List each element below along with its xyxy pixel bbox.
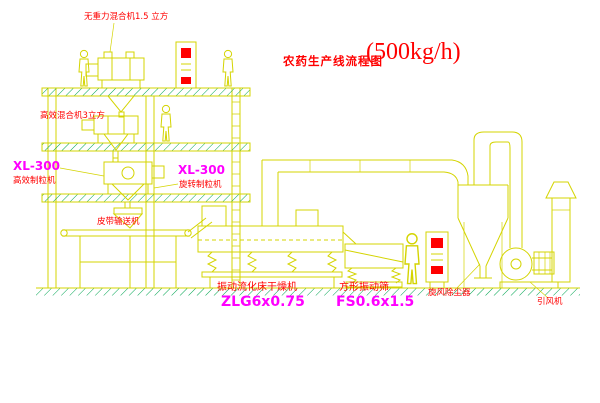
control-cabinet-top <box>175 41 197 89</box>
fluid-bed-dryer-machine <box>197 205 344 288</box>
gravity-mixer-machine <box>85 51 145 118</box>
person-figure <box>404 233 420 285</box>
cyclone-separator-machine <box>457 184 509 288</box>
vibrating-sieve-machine <box>342 231 404 288</box>
floor-slab-middle <box>41 142 251 152</box>
label-sieve-name: 方形振动筛 <box>339 282 389 293</box>
diagram-title: 农药生产线流程图 <box>283 54 383 68</box>
cyclone-outlet-pipe <box>473 131 523 248</box>
label-induced-draft-fan: 引风机 <box>537 297 563 307</box>
ladder-rungs <box>232 101 240 281</box>
label-cyclone: 旋风除尘器 <box>428 288 471 298</box>
diagram-title-capacity: (500kg/h) <box>366 39 461 65</box>
granulator-machine <box>103 157 165 209</box>
label-granulator-left-model: XL-300 <box>13 159 60 173</box>
label-high-efficiency-mixer: 高效混合机3立方 <box>40 111 105 121</box>
label-granulator-left-name: 高效制粒机 <box>13 176 56 186</box>
label-granulator-center-model: XL-300 <box>178 163 225 177</box>
floor-slab-top <box>41 87 251 97</box>
belt-conveyor-machine <box>60 217 213 288</box>
label-sieve-model: FS0.6x1.5 <box>336 294 415 310</box>
induced-draft-fan-machine <box>499 247 559 289</box>
label-dryer-model: ZLG6x0.75 <box>221 294 305 310</box>
control-cabinet-ground <box>425 231 449 288</box>
label-gravity-mixer: 无重力混合机1.5 立方 <box>84 12 169 22</box>
label-granulator-center-name: 旋转制粒机 <box>179 180 222 190</box>
high-efficiency-mixer-machine <box>81 115 139 159</box>
label-leader-lines <box>59 22 549 299</box>
exhaust-stack <box>545 181 577 283</box>
person-figure <box>78 49 90 87</box>
building-structure <box>41 87 251 289</box>
label-dryer-name: 振动流化床干燥机 <box>217 282 297 293</box>
person-figure <box>160 104 172 142</box>
floor-slab-lower <box>41 193 251 203</box>
exhaust-duct <box>261 159 469 226</box>
label-belt-conveyor: 皮带输送机 <box>97 217 140 227</box>
discharge-hopper <box>112 207 144 229</box>
ground-line <box>36 287 580 296</box>
person-figure <box>222 49 234 87</box>
